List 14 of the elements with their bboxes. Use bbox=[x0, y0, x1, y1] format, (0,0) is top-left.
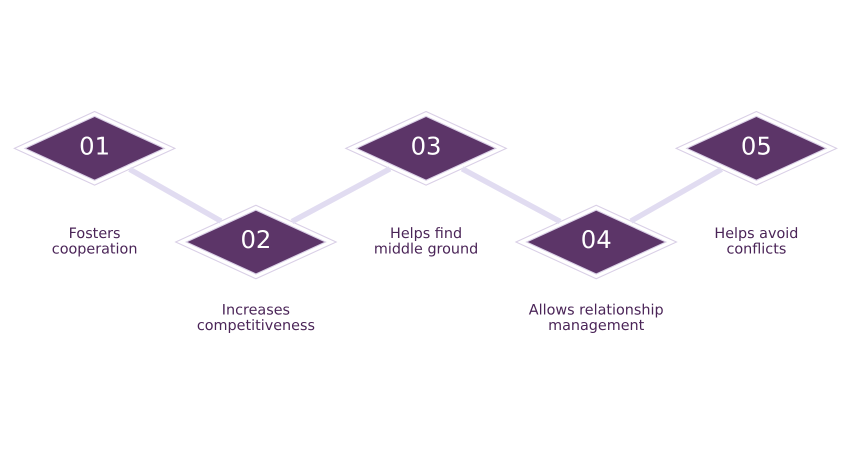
node-label: Fosters cooperation bbox=[51, 226, 137, 258]
node-label: Helps avoid conflicts bbox=[714, 226, 798, 258]
node-diamond: 03 bbox=[344, 110, 508, 186]
node-label: Increases competitiveness bbox=[196, 302, 314, 334]
node-diamond: 05 bbox=[674, 110, 838, 186]
connector bbox=[460, 166, 561, 224]
node-diamond: 01 bbox=[12, 110, 176, 186]
connector bbox=[629, 166, 722, 224]
node-label: Allows relationship management bbox=[528, 302, 664, 334]
node-label: Helps find middle ground bbox=[373, 226, 478, 258]
node-diamond: 02 bbox=[174, 204, 337, 280]
connector bbox=[290, 166, 391, 224]
connector bbox=[128, 166, 222, 224]
node-diamond: 04 bbox=[514, 204, 678, 280]
